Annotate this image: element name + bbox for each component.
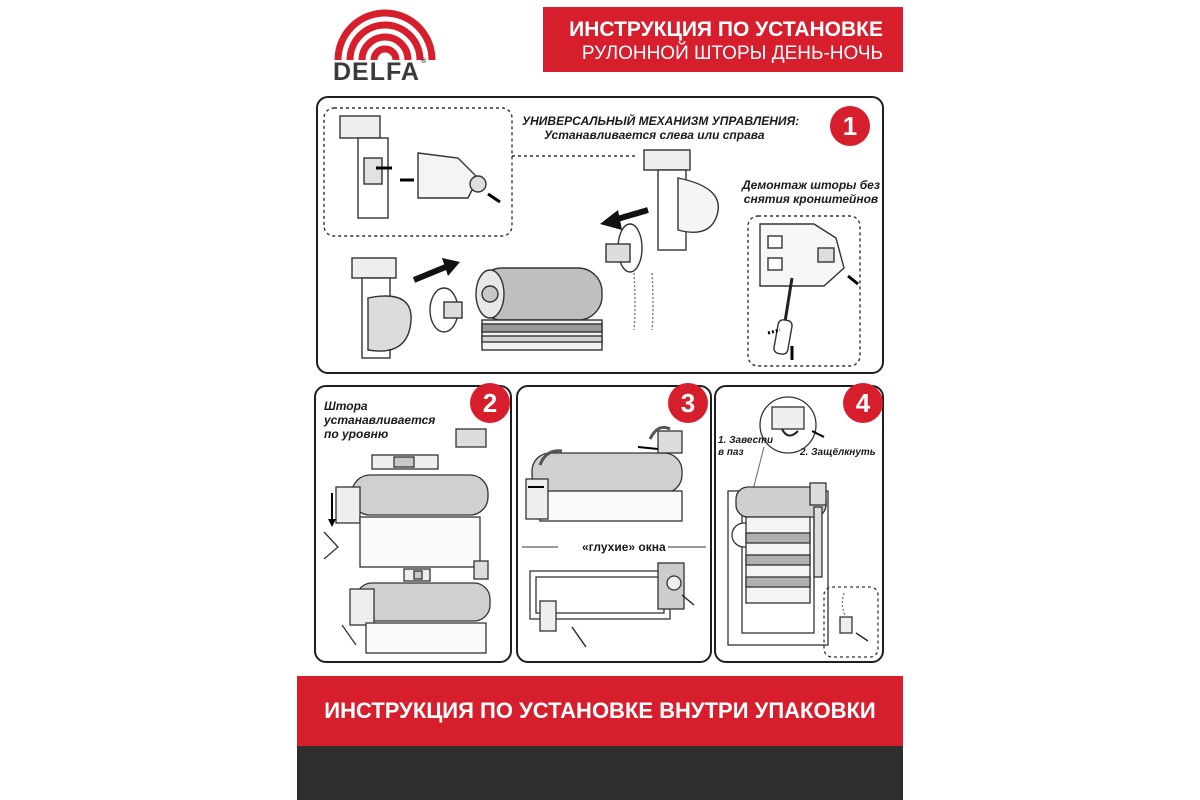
step4-panel: 1. Завести в паз 2. Защёлкнуть: [714, 385, 884, 663]
step2-note: Штора устанавливается по уровню: [324, 399, 435, 441]
step4-label1: 1. Завести в паз: [718, 435, 773, 459]
dismount-line2: снятия кронштейнов: [743, 192, 879, 206]
step1-subheading: Устанавливается слева или справа: [544, 128, 765, 142]
step4-badge: 4: [843, 383, 883, 423]
step4-label2: 2. Защёлкнуть: [800, 447, 876, 458]
dismount-line1: Демонтаж шторы без: [742, 178, 880, 192]
blind-window-label: «глухие» окна: [580, 540, 668, 554]
step2-panel: Штора устанавливается по уровню: [314, 385, 512, 663]
delfa-logo-icon: [334, 9, 436, 61]
step3-badge: 3: [668, 383, 708, 423]
step1-panel: УНИВЕРСАЛЬНЫЙ МЕХАНИЗМ УПРАВЛЕНИЯ: Устан…: [316, 96, 884, 374]
clip-fastening-diagram: [727, 396, 879, 658]
level-install-diagram: [323, 428, 491, 654]
title-line2: РУЛОННОЙ ШТОРЫ ДЕНЬ-НОЧЬ: [581, 43, 883, 64]
title-line1: ИНСТРУКЦИЯ ПО УСТАНОВКЕ: [569, 18, 883, 41]
step2-note-line1: Штора: [324, 399, 368, 413]
step1-heading: УНИВЕРСАЛЬНЫЙ МЕХАНИЗМ УПРАВЛЕНИЯ:: [522, 114, 800, 128]
instruction-title: ИНСТРУКЦИЯ ПО УСТАНОВКЕ РУЛОННОЙ ШТОРЫ Д…: [543, 7, 903, 72]
step2-badge: 2: [470, 383, 510, 423]
step4-label1-line1: 1. Завести: [718, 435, 774, 446]
footer-banner: ИНСТРУКЦИЯ ПО УСТАНОВКЕ ВНУТРИ УПАКОВКИ: [297, 676, 903, 746]
dismount-note: Демонтаж шторы без снятия кронштейнов: [742, 178, 880, 206]
footer-dark-band: [297, 746, 903, 800]
mechanism-diagram: [323, 107, 861, 367]
blind-window-diagram: [522, 425, 706, 648]
step3-panel: «глухие» окна: [516, 385, 712, 663]
step1-badge: 1: [830, 106, 870, 146]
step2-note-line3: по уровню: [324, 427, 389, 441]
step2-note-line2: устанавливается: [324, 413, 436, 427]
brand-name: DELFA®: [333, 58, 428, 86]
step4-label1-line2: в паз: [718, 447, 744, 458]
